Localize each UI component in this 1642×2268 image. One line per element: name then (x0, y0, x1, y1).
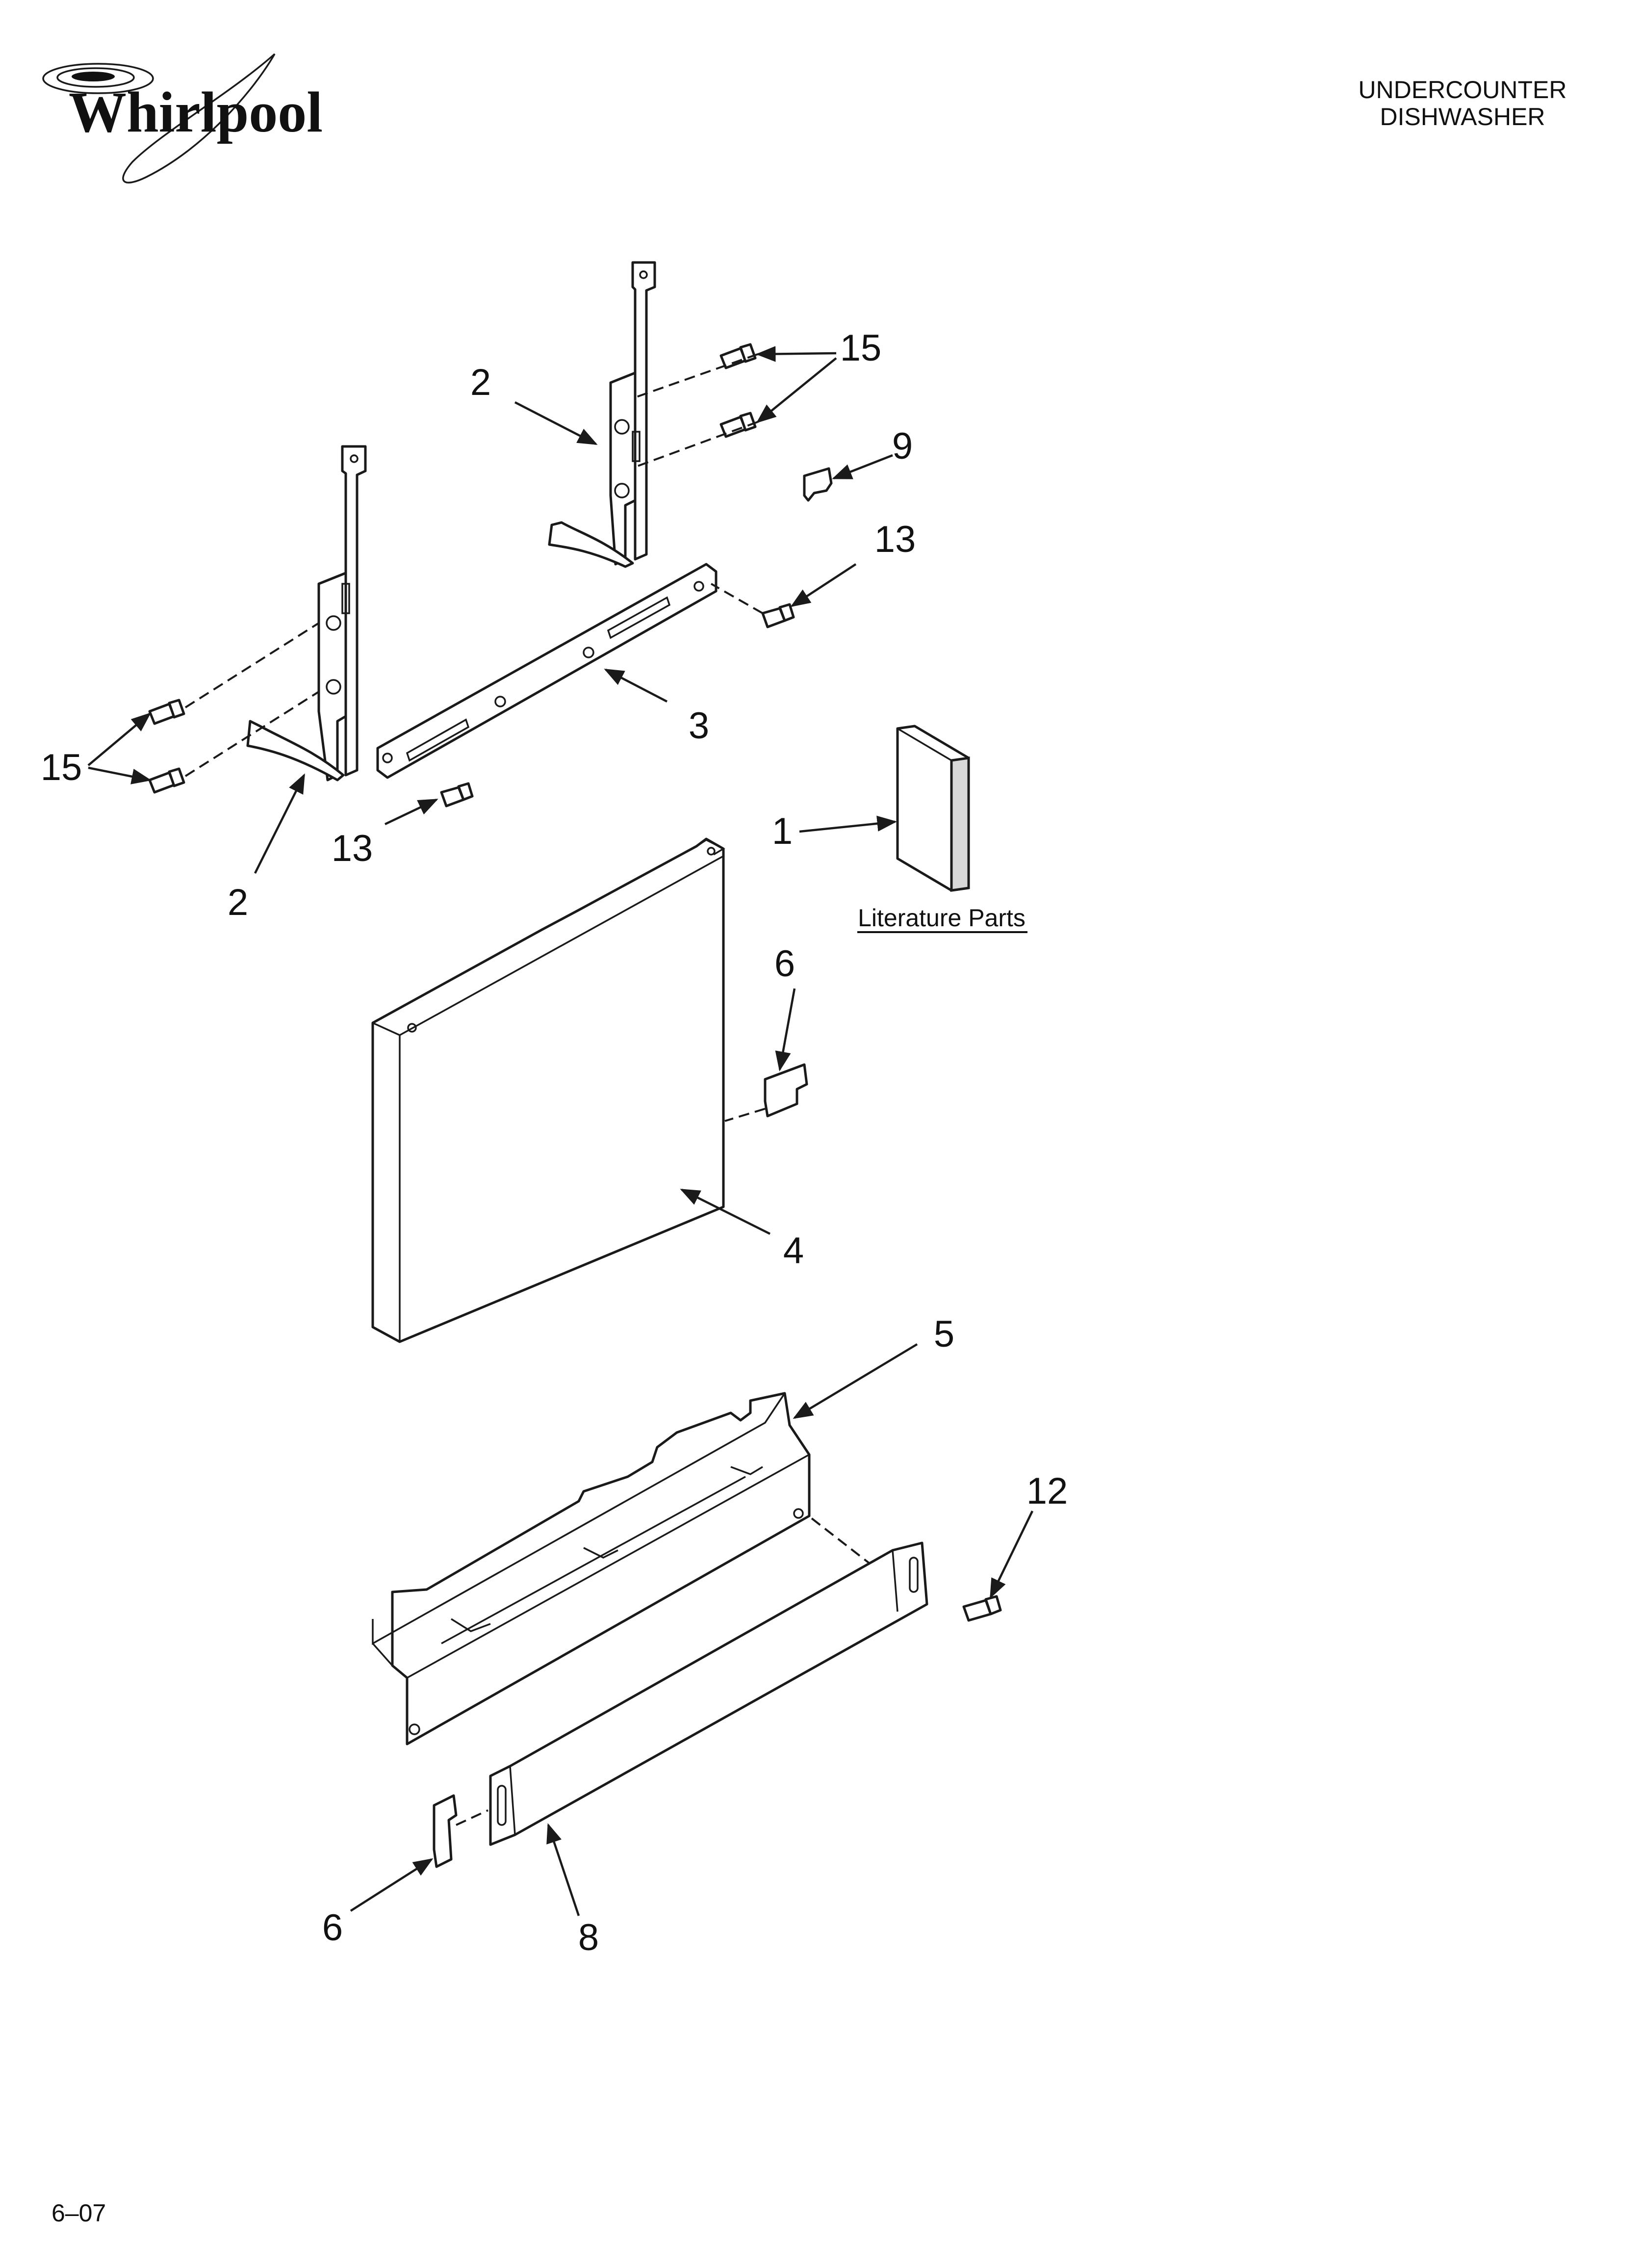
part-4-door-panel (371, 837, 725, 1343)
callout-15-left: 15 (41, 747, 82, 788)
literature-parts-label: Literature Parts (858, 904, 1026, 932)
callout-2-left: 2 (228, 882, 248, 923)
part-1-literature-parts: Literature Parts (857, 725, 1027, 933)
part-13-screw-left (440, 782, 474, 808)
part-13-screw-right (711, 583, 795, 628)
callout-2-top: 2 (470, 362, 491, 403)
part-2-left-hinge-bracket (246, 445, 367, 782)
part-15-screw-lower-right (637, 412, 758, 467)
part-6-clip-bottom (433, 1794, 488, 1868)
header-title-line1: UNDERCOUNTER (1359, 76, 1567, 104)
footer-date-code: 6–07 (51, 2199, 106, 2227)
part-2-right-hinge-bracket (548, 261, 656, 568)
logo-wordmark: Whirlpool (69, 80, 323, 144)
callout-9: 9 (892, 425, 913, 467)
part-3-mounting-rail (376, 563, 718, 779)
whirlpool-swirl-logo: Whirlpool (42, 53, 323, 183)
callout-8: 8 (578, 1917, 599, 1958)
callout-4: 4 (783, 1230, 804, 1272)
part-12-screw (962, 1595, 1002, 1622)
callout-5: 5 (934, 1313, 954, 1355)
callout-numbers: 15 2 9 13 3 15 13 1 2 6 4 5 12 6 8 (41, 327, 1068, 1958)
part-8-kick-plate (489, 1541, 928, 1846)
part-6-clip-right (724, 1063, 808, 1122)
part-15-screw-upper-left (148, 622, 320, 725)
part-15-screw-upper-right (635, 343, 758, 398)
part-15-screw-lower-left (148, 691, 320, 794)
part-9-clip (803, 467, 833, 502)
callout-3: 3 (689, 705, 709, 747)
header-title-line2: DISHWASHER (1380, 103, 1545, 130)
part-5-toe-panel (372, 1392, 923, 1746)
callout-12: 12 (1026, 1470, 1068, 1512)
leader-lines (87, 346, 1034, 1916)
callout-1: 1 (772, 810, 793, 852)
callout-6-bottom: 6 (322, 1907, 343, 1949)
callout-15-right: 15 (840, 327, 882, 369)
callout-13-right: 13 (874, 519, 916, 560)
callout-13-left: 13 (332, 828, 373, 869)
callout-6-right: 6 (774, 943, 795, 985)
